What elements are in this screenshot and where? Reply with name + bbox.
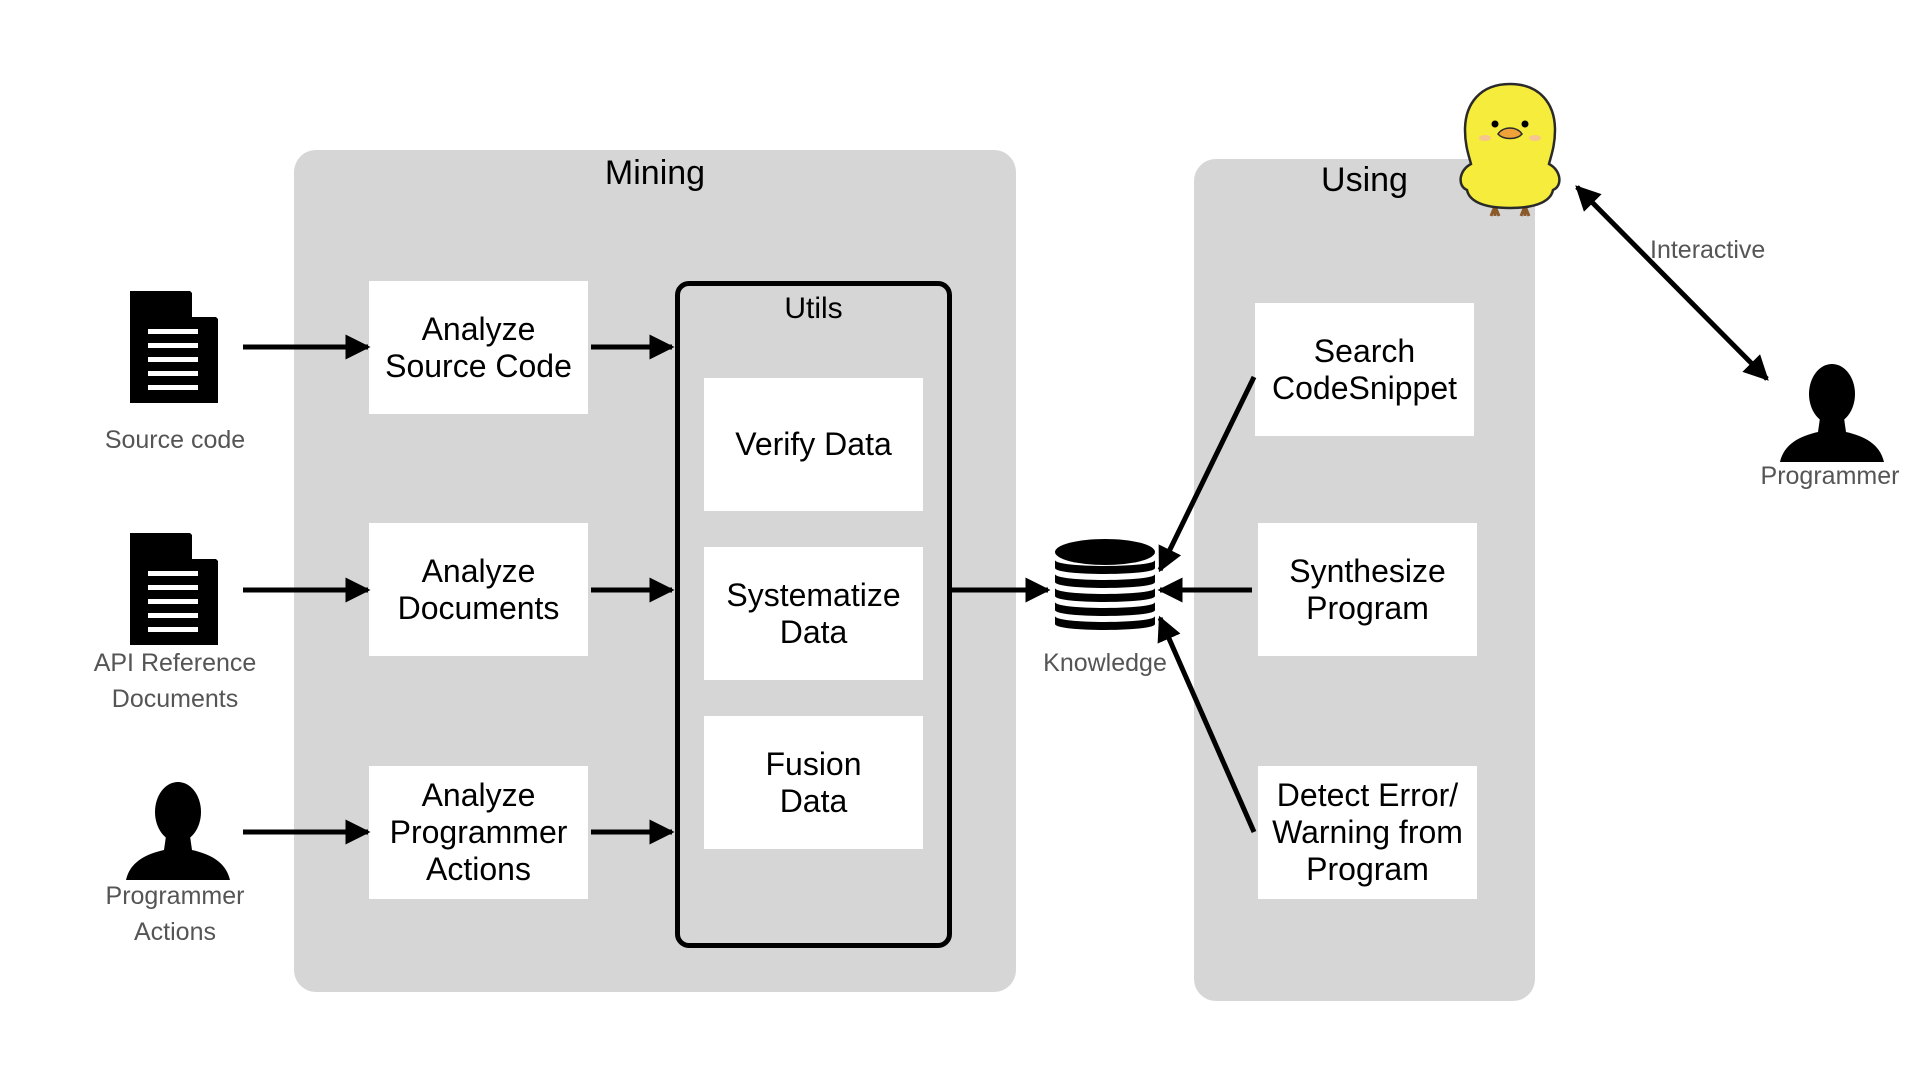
database-icon bbox=[1053, 538, 1157, 647]
utils-container: Utils bbox=[675, 281, 952, 948]
arrow-interactive bbox=[1575, 185, 1769, 381]
arrow-search-to-knowledge bbox=[1157, 375, 1257, 573]
search-codesnippet-box: Search CodeSnippet bbox=[1255, 303, 1474, 436]
systematize-data-box: Systematize Data bbox=[704, 547, 923, 680]
synthesize-program-box: Synthesize Program bbox=[1258, 523, 1477, 656]
analyze-source-code-box: Analyze Source Code bbox=[369, 281, 588, 414]
chick-mascot-icon bbox=[1455, 82, 1565, 227]
person-icon bbox=[1780, 362, 1884, 467]
document-icon bbox=[130, 291, 218, 408]
mining-title: Mining bbox=[604, 154, 706, 192]
interactive-label: Interactive bbox=[1650, 236, 1766, 264]
fusion-data-box: Fusion Data bbox=[704, 716, 923, 849]
programmer-actions-label: Programmer Actions bbox=[105, 882, 245, 946]
verify-data-box: Verify Data bbox=[704, 378, 923, 511]
utils-title: Utils bbox=[784, 292, 843, 325]
api-reference-documents-label: API Reference Documents bbox=[93, 649, 257, 713]
person-icon bbox=[126, 780, 230, 885]
detect-error-box: Detect Error/ Warning from Program bbox=[1258, 766, 1477, 899]
document-icon bbox=[130, 533, 218, 650]
analyze-programmer-actions-box: Analyze Programmer Actions bbox=[369, 766, 588, 899]
knowledge-label: Knowledge bbox=[1043, 649, 1167, 677]
using-title: Using bbox=[1321, 161, 1408, 199]
source-code-label: Source code bbox=[104, 426, 246, 454]
programmer-label: Programmer bbox=[1760, 462, 1900, 490]
analyze-documents-box: Analyze Documents bbox=[369, 523, 588, 656]
arrow-detect-to-knowledge bbox=[1157, 615, 1257, 834]
